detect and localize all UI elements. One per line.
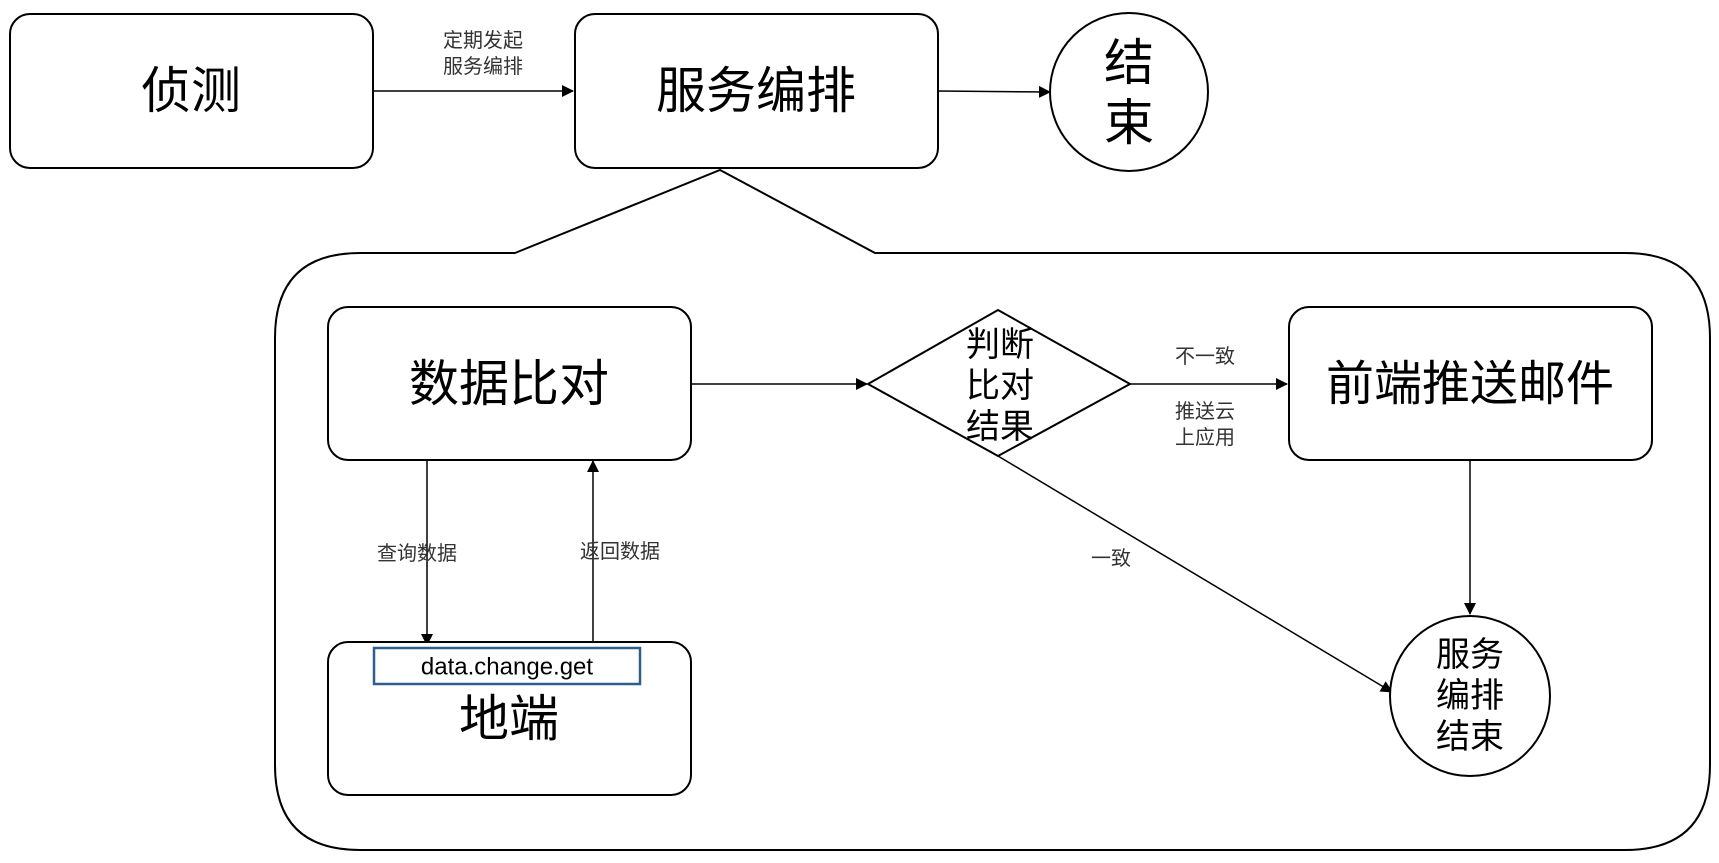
- edge-label-periodic-line1: 定期发起: [443, 28, 523, 52]
- api-box[interactable]: data.change.get: [372, 646, 642, 686]
- compare-node[interactable]: 数据比对: [327, 306, 692, 461]
- push-mail-label: 前端推送邮件: [1326, 356, 1614, 412]
- orch-end-node[interactable]: 服务 编排 结束: [1389, 615, 1551, 777]
- orchestration-label: 服务编排: [656, 62, 856, 120]
- edge-label-push-cloud-line1: 推送云: [1175, 399, 1235, 423]
- decision-label-line2: 比对: [966, 366, 1034, 406]
- edge-label-periodic-line2: 服务编排: [443, 54, 523, 78]
- orchestration-detail-container: [274, 168, 1711, 851]
- orch-end-label-line2: 编排: [1436, 676, 1504, 716]
- orchestration-node[interactable]: 服务编排: [574, 13, 939, 169]
- decision-to-orch-end-arrow: [997, 455, 1393, 693]
- compare-label: 数据比对: [409, 355, 609, 413]
- api-label: data.change.get: [421, 654, 593, 681]
- end-label-line1: 结: [1104, 34, 1154, 92]
- decision-node[interactable]: 判断 比对 结果: [865, 308, 1133, 458]
- edge-label-consistent: 一致: [1091, 546, 1131, 570]
- edge-label-inconsistent: 不一致: [1175, 344, 1235, 368]
- decision-label-line3: 结果: [966, 407, 1034, 447]
- detect-label: 侦测: [141, 62, 241, 120]
- detect-node[interactable]: 侦测: [9, 13, 374, 169]
- orch-end-label-line1: 服务: [1436, 635, 1504, 675]
- orchestration-to-end-arrow: [937, 85, 1051, 98]
- push-mail-node[interactable]: 前端推送邮件: [1288, 306, 1653, 461]
- edge-label-push-cloud-line2: 上应用: [1175, 425, 1235, 449]
- edge-label-return: 返回数据: [580, 539, 660, 563]
- end-node[interactable]: 结 束: [1049, 12, 1209, 172]
- local-label: 地端: [459, 690, 559, 748]
- edge-label-query: 查询数据: [377, 541, 457, 565]
- end-label-line2: 束: [1104, 94, 1154, 152]
- decision-label-line1: 判断: [966, 325, 1034, 365]
- orch-end-label-line3: 结束: [1436, 717, 1504, 757]
